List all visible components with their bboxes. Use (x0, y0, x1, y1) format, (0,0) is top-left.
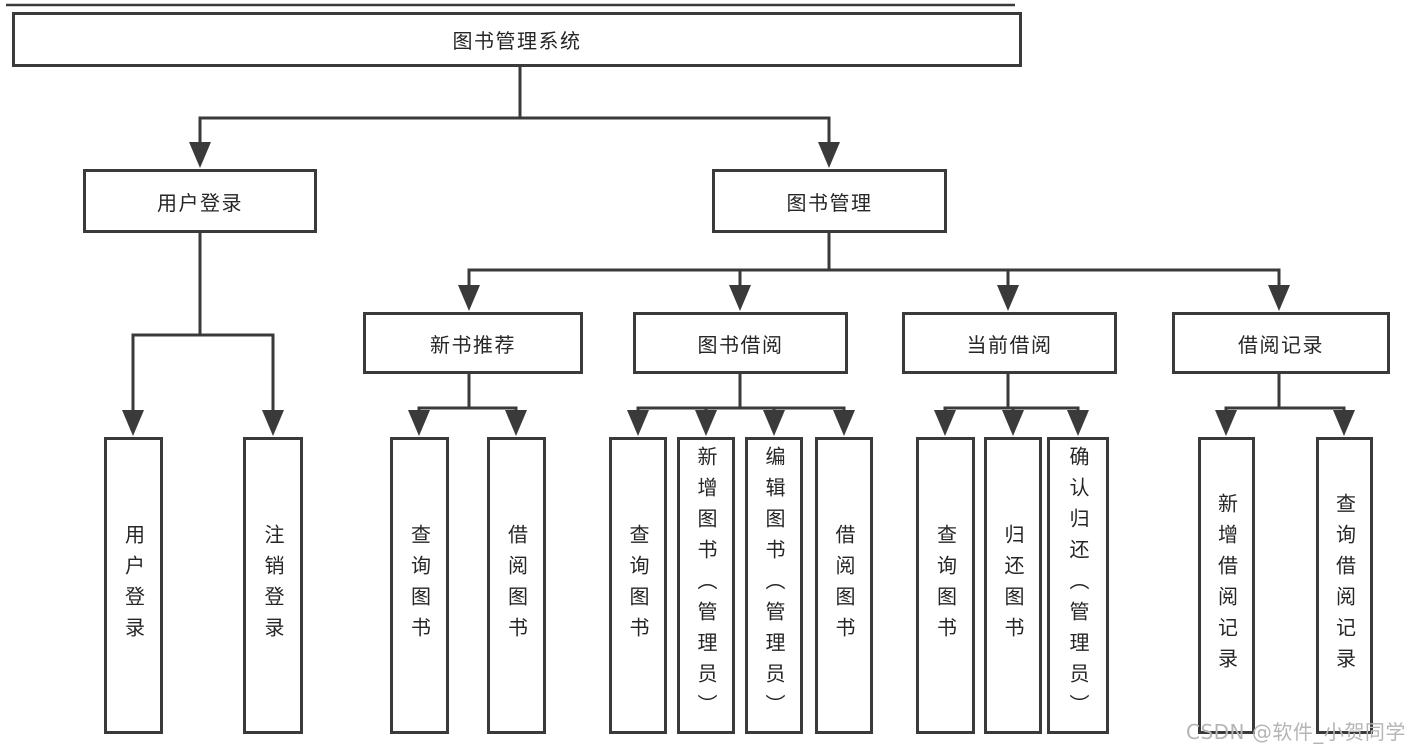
node-leaf-borrow-books-2: 借阅图书 (815, 437, 873, 734)
node-leaf-confirm-return-admin: 确认归还（管理员） (1047, 437, 1109, 734)
node-label: 借阅记录 (1238, 332, 1324, 357)
node-label: 当前借阅 (966, 332, 1053, 357)
node-leaf-query-books-2: 查询图书 (609, 437, 667, 734)
node-label: 查询图书 (626, 523, 650, 648)
node-current-borrowing: 当前借阅 (902, 312, 1117, 374)
node-leaf-borrow-books-1: 借阅图书 (487, 437, 546, 734)
node-label: 图书借阅 (697, 332, 784, 357)
node-label: 用户登录 (157, 190, 243, 215)
node-leaf-add-books-admin: 新增图书（管理员） (677, 437, 735, 734)
node-label: 归还图书 (1001, 523, 1025, 648)
node-root: 图书管理系统 (12, 12, 1022, 67)
node-label: 查询借阅记录 (1332, 492, 1357, 679)
node-label: 新增图书（管理员） (694, 446, 718, 725)
node-user-login-group: 用户登录 (83, 169, 317, 233)
node-leaf-user-login: 用户登录 (104, 437, 163, 734)
node-label: 注销登录 (261, 523, 285, 648)
node-root-label: 图书管理系统 (452, 29, 582, 53)
node-label: 用户登录 (121, 523, 146, 648)
node-leaf-query-books-1: 查询图书 (390, 437, 449, 734)
node-label: 新书推荐 (430, 332, 516, 357)
node-leaf-return-books: 归还图书 (984, 437, 1042, 734)
node-label: 查询图书 (407, 523, 432, 648)
node-leaf-edit-books-admin: 编辑图书（管理员） (745, 437, 803, 734)
node-borrowing-records: 借阅记录 (1172, 312, 1390, 374)
node-label: 借阅图书 (504, 523, 529, 648)
node-leaf-query-borrow-record: 查询借阅记录 (1316, 437, 1373, 734)
node-label: 新增借阅记录 (1214, 492, 1239, 679)
node-label: 查询图书 (933, 523, 958, 648)
node-leaf-query-books-3: 查询图书 (916, 437, 975, 734)
node-label: 确认归还（管理员） (1066, 446, 1090, 725)
node-new-book-recommend: 新书推荐 (363, 312, 583, 374)
node-label: 编辑图书（管理员） (762, 446, 786, 725)
node-book-borrowing: 图书借阅 (633, 312, 848, 374)
csdn-watermark: CSDN @软件_小贺同学 (1186, 720, 1405, 744)
node-leaf-add-borrow-record: 新增借阅记录 (1198, 437, 1255, 734)
node-label: 图书管理 (786, 190, 873, 215)
node-leaf-logout: 注销登录 (243, 437, 303, 734)
node-label: 借阅图书 (832, 523, 856, 648)
node-book-management: 图书管理 (712, 169, 947, 233)
